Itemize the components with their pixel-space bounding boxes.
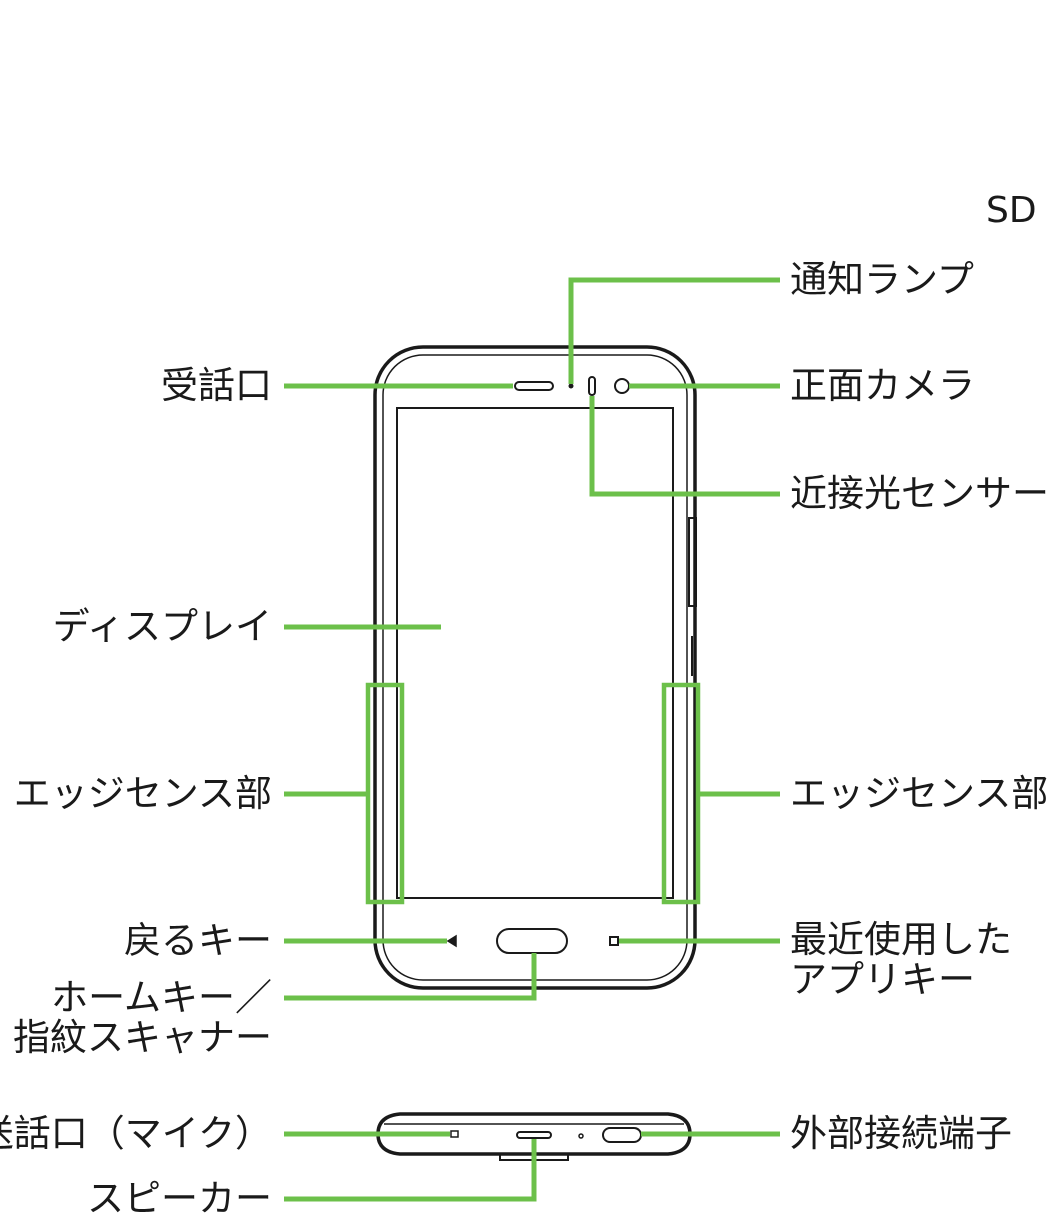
leader-lines bbox=[284, 277, 780, 1202]
phone-inner-frame bbox=[382, 354, 688, 981]
label-edge-sense-left: エッジセンス部 bbox=[13, 772, 272, 815]
display-screen bbox=[396, 407, 674, 899]
label-front-camera: 正面カメラ bbox=[790, 364, 975, 407]
small-hole bbox=[578, 1133, 584, 1139]
back-key-triangle bbox=[446, 934, 457, 948]
label-speaker: スピーカー bbox=[87, 1177, 272, 1220]
notification-lamp-dot bbox=[568, 383, 574, 389]
leader-proximity-sensor bbox=[589, 396, 780, 497]
corner-text: SD bbox=[986, 190, 1037, 231]
edge-sense-right-box bbox=[661, 682, 701, 905]
volume-button bbox=[688, 517, 697, 607]
leader-home-key bbox=[284, 953, 537, 1001]
label-earpiece: 受話口 bbox=[161, 364, 272, 407]
phone-front bbox=[373, 345, 697, 990]
leader-notification-lamp bbox=[568, 277, 780, 384]
label-notification-lamp: 通知ランプ bbox=[790, 258, 974, 301]
label-back-key: 戻るキー bbox=[124, 919, 272, 962]
earpiece-slot bbox=[514, 381, 554, 391]
microphone-hole bbox=[450, 1130, 459, 1138]
label-recent-apps-key-line2: アプリキー bbox=[790, 958, 975, 1001]
label-home-key-line1: ホームキー／ bbox=[51, 976, 272, 1019]
recent-apps-square bbox=[609, 936, 619, 946]
speaker-grille bbox=[516, 1131, 552, 1139]
label-display: ディスプレイ bbox=[52, 605, 272, 648]
label-microphone: 送話口（マイク） bbox=[0, 1112, 272, 1155]
leader-speaker bbox=[284, 1139, 537, 1202]
label-recent-apps-key: 最近使用した アプリキー bbox=[790, 920, 1012, 1000]
home-key-shape bbox=[496, 928, 568, 954]
label-edge-sense-right: エッジセンス部 bbox=[790, 772, 1049, 815]
front-camera-lens bbox=[614, 378, 630, 394]
label-home-key: ホームキー／ 指紋スキャナー bbox=[13, 978, 272, 1058]
phone-outer-frame bbox=[373, 345, 697, 990]
proximity-sensor-slot bbox=[588, 376, 596, 396]
bottom-edge-outline bbox=[376, 1112, 692, 1156]
label-external-port: 外部接続端子 bbox=[790, 1112, 1012, 1155]
external-port-slot bbox=[602, 1127, 642, 1143]
label-recent-apps-key-line1: 最近使用した bbox=[790, 918, 1012, 961]
label-proximity-light-sensor: 近接光センサー bbox=[790, 472, 1049, 515]
label-home-key-line2: 指紋スキャナー bbox=[13, 1016, 272, 1059]
